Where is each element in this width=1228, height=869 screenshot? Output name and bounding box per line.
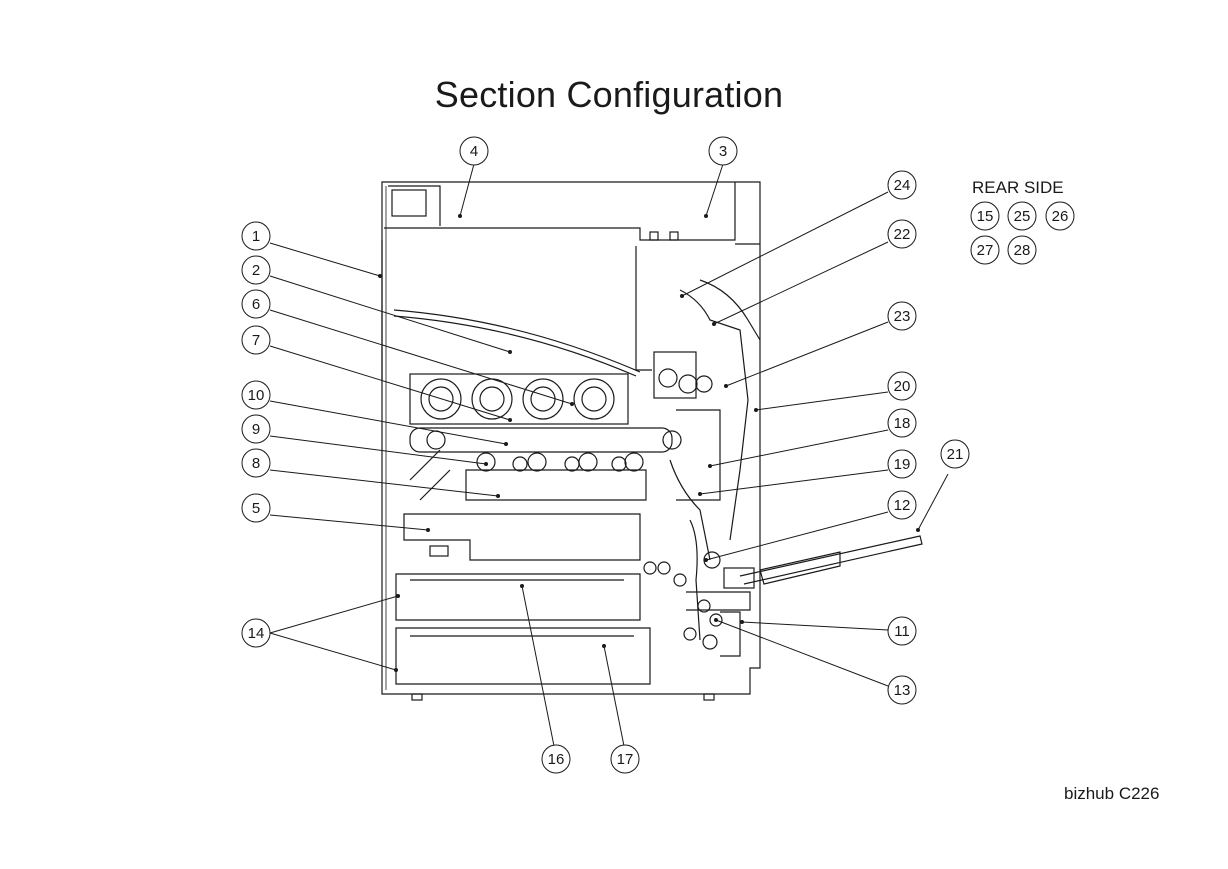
callout-18: 18 [894, 415, 911, 432]
callout-10: 10 [248, 387, 265, 404]
rear-callout-25: 25 [1014, 208, 1031, 225]
rear-callout-26: 26 [1052, 208, 1069, 225]
rear-callout-15: 15 [977, 208, 994, 225]
machine-cross-section [381, 181, 923, 701]
callout-11: 11 [894, 623, 910, 640]
callout-8: 8 [252, 455, 260, 472]
callout-19: 19 [894, 456, 911, 473]
callout-23: 23 [894, 308, 911, 325]
callout-2: 2 [252, 262, 260, 279]
callout-17: 17 [617, 751, 634, 768]
callout-21: 21 [947, 446, 964, 463]
rear-callout-28: 28 [1014, 242, 1031, 259]
callout-4: 4 [470, 143, 478, 160]
callout-numbers: 1 2 3 4 5 6 7 8 9 10 11 12 13 14 16 17 1… [248, 143, 1069, 768]
callout-6: 6 [252, 296, 260, 313]
leader-arrowheads [378, 214, 920, 672]
callout-16: 16 [548, 751, 565, 768]
rear-callout-27: 27 [977, 242, 994, 259]
callout-5: 5 [252, 500, 260, 517]
callout-7: 7 [252, 332, 260, 349]
callout-14: 14 [248, 625, 265, 642]
callout-20: 20 [894, 378, 911, 395]
callout-3: 3 [719, 143, 727, 160]
callout-bubbles [241, 136, 1075, 774]
model-label: bizhub C226 [1064, 784, 1160, 803]
callout-22: 22 [894, 226, 911, 243]
leader-lines [269, 163, 949, 747]
rear-side-label: REAR SIDE [972, 178, 1064, 197]
callout-13: 13 [894, 682, 911, 699]
callout-24: 24 [894, 177, 911, 194]
callout-1: 1 [252, 228, 260, 245]
callout-9: 9 [252, 421, 260, 438]
page-title: Section Configuration [434, 74, 784, 115]
callout-12: 12 [894, 497, 911, 514]
